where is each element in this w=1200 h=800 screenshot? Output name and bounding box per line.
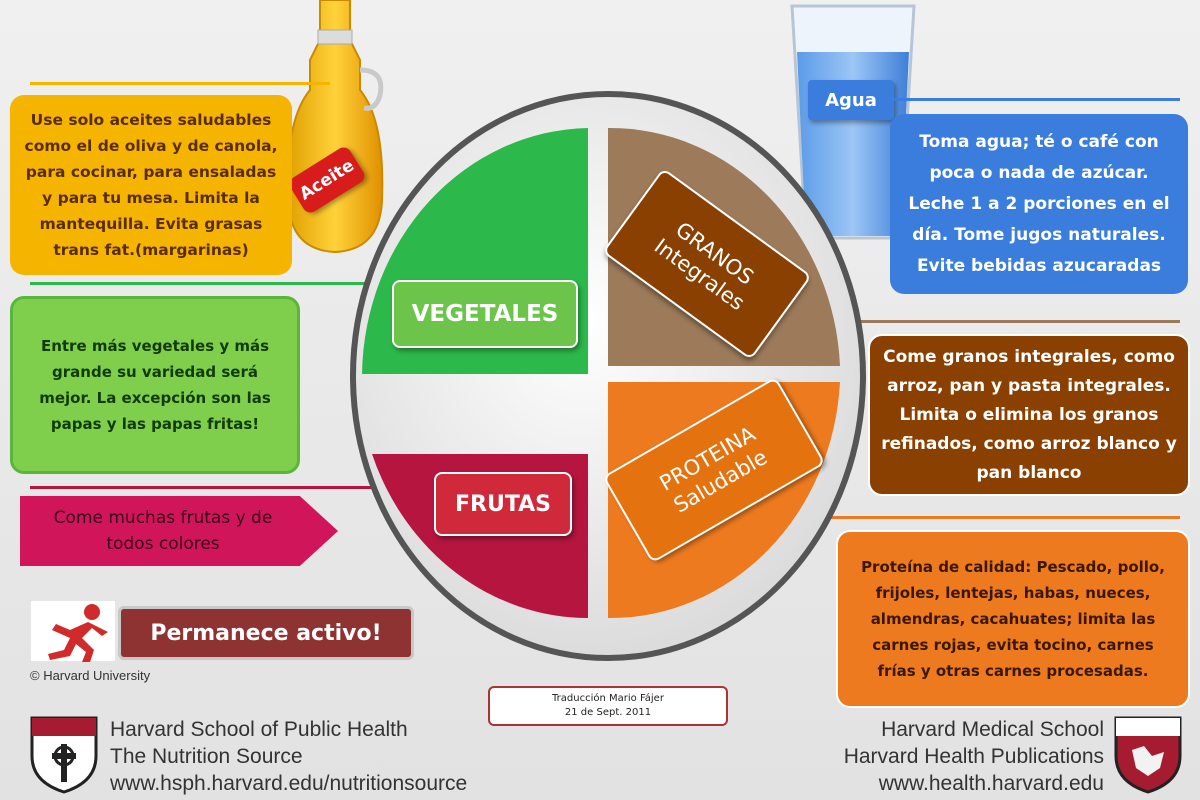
footer-right: Harvard Medical School Harvard Health Pu… xyxy=(844,716,1104,797)
water-rule xyxy=(880,98,1180,101)
vegetables-label: VEGETALES xyxy=(392,280,578,348)
footer-left: Harvard School of Public Health The Nutr… xyxy=(110,716,467,797)
water-glass-label-text: Agua xyxy=(825,89,877,111)
hms-shield-logo xyxy=(1114,716,1182,794)
footer-left-line2: The Nutrition Source xyxy=(110,745,303,768)
protein-info-text: Proteína de calidad: Pescado, pollo, fri… xyxy=(861,558,1165,680)
water-info-box: Toma agua; té o café con poca o nada de … xyxy=(890,114,1188,294)
vegetables-info-box: Entre más vegetales y más grande su vari… xyxy=(10,296,300,474)
grains-info-text: Come granos integrales, como arroz, pan … xyxy=(881,346,1177,483)
vegetables-info-text: Entre más vegetales y más grande su vari… xyxy=(39,337,271,433)
footer-left-line3[interactable]: www.hsph.harvard.edu/nutritionsource xyxy=(110,772,468,795)
fruits-info-text: Come muchas frutas y de todos colores xyxy=(53,508,273,554)
fruits-label: FRUTAS xyxy=(434,472,572,536)
water-info-text: Toma agua; té o café con poca o nada de … xyxy=(908,131,1170,276)
grains-rule xyxy=(840,320,1180,323)
fruits-info-banner: Come muchas frutas y de todos colores xyxy=(20,496,338,566)
translation-credit-line1: Traducción Mario Fájer xyxy=(552,693,664,704)
stay-active-text: Permanece activo! xyxy=(150,620,382,646)
hsph-shield-logo xyxy=(30,716,98,794)
footer-right-line1: Harvard Medical School xyxy=(881,718,1104,741)
oil-info-box: Use solo aceites saludables como el de o… xyxy=(10,95,292,275)
oil-rule xyxy=(30,82,330,85)
footer-right-line3[interactable]: www.health.harvard.edu xyxy=(878,772,1104,795)
copyright: © Harvard University xyxy=(30,668,151,683)
vegetables-label-text: VEGETALES xyxy=(411,301,559,327)
translation-credit-line2: 21 de Sept. 2011 xyxy=(564,707,652,718)
plate-graphic xyxy=(350,91,866,661)
fruits-rule xyxy=(30,486,420,489)
translation-credit: Traducción Mario Fájer 21 de Sept. 2011 xyxy=(488,686,728,726)
stay-active-button: Permanece activo! xyxy=(118,606,414,660)
fruits-label-text: FRUTAS xyxy=(454,491,551,517)
vegetables-rule xyxy=(30,282,390,285)
oil-info-text: Use solo aceites saludables como el de o… xyxy=(24,111,278,259)
protein-info-box: Proteína de calidad: Pescado, pollo, fri… xyxy=(836,530,1190,708)
running-person-icon xyxy=(30,600,116,662)
protein-rule xyxy=(800,516,1180,519)
footer-right-line2: Harvard Health Publications xyxy=(843,745,1104,768)
footer-left-line1: Harvard School of Public Health xyxy=(110,718,408,741)
water-glass-label: Agua xyxy=(808,80,894,120)
grains-info-box: Come granos integrales, como arroz, pan … xyxy=(868,334,1190,496)
